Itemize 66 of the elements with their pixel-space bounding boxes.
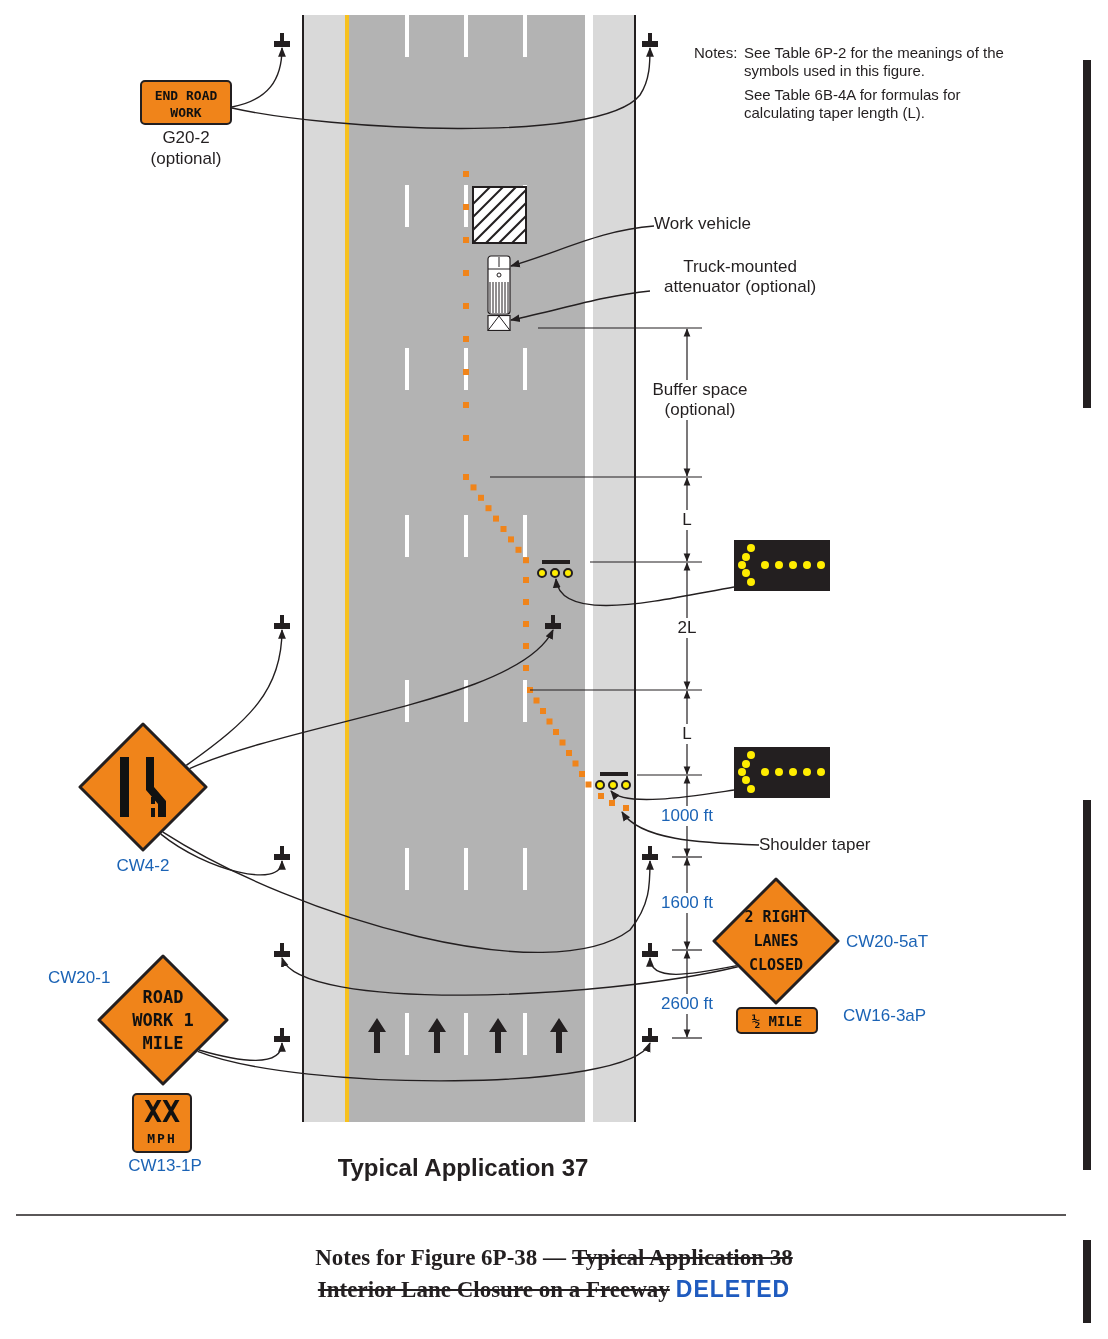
traffic-cones-drawing <box>598 792 630 812</box>
sign-code-label: (optional) <box>150 149 222 169</box>
leader-line <box>621 811 760 846</box>
dimension-label: L <box>680 510 694 530</box>
dimension-label: 2600 ft <box>659 994 715 1014</box>
callout-text: Work vehicle <box>654 214 751 234</box>
leader-line <box>198 1042 285 1062</box>
sign-text: ½ MILE <box>750 1013 804 1029</box>
attenuator-drawing <box>487 315 511 331</box>
sign-post-icon <box>642 943 658 958</box>
status-text: DELETED <box>675 1276 791 1302</box>
arrow-board <box>734 540 830 591</box>
leader-line <box>281 957 739 996</box>
sign-post-icon <box>642 1028 658 1043</box>
arrow-board-icon <box>536 560 576 579</box>
sign-text: 2 RIGHT LANES CLOSED <box>743 907 809 976</box>
leader-line <box>196 1042 651 1082</box>
sign-post-icon <box>274 943 290 958</box>
sign-post-icon <box>274 615 290 630</box>
leader-line <box>185 629 286 767</box>
sign-text: END ROAD WORK <box>153 87 219 121</box>
sign-panel <box>132 1093 192 1153</box>
sign-post-icon <box>642 846 658 861</box>
sign-panel <box>140 80 232 125</box>
leader-line <box>510 225 655 268</box>
leader-line <box>610 789 735 801</box>
leader-line <box>231 47 654 130</box>
leader-line <box>160 833 284 876</box>
dimension-label: 2L <box>675 618 699 638</box>
figure-title: Typical Application 37 <box>337 1154 589 1182</box>
note-text: See Table 6P-2 for the meanings of the symbols used in this figure. <box>744 44 1005 80</box>
note-text: See Table 6B-4A for formulas for calculating taper length (L). <box>744 86 962 122</box>
callout-text: Shoulder taper <box>759 835 871 855</box>
sign-post-icon <box>545 615 561 630</box>
sign-panel <box>736 1007 818 1034</box>
caption-text: Interior Lane Closure on a Freeway <box>317 1277 670 1302</box>
sign-post-icon <box>274 1028 290 1043</box>
leader-line <box>162 831 654 954</box>
warning-sign <box>712 877 840 1005</box>
caption-text: Notes for Figure 6P-38 — <box>315 1245 567 1270</box>
sign-code-label: CW20-1 <box>48 968 111 988</box>
sign-code-label: CW4-2 <box>116 856 170 876</box>
leader-line <box>188 629 554 770</box>
sign-code-label: CW13-1P <box>128 1156 202 1176</box>
sign-text: XX <box>142 1095 182 1129</box>
warning-sign <box>78 722 208 852</box>
arrow-board <box>734 747 830 798</box>
sign-text: MPH <box>146 1131 178 1146</box>
sign-code-label: CW16-3aP <box>843 1006 927 1026</box>
leader-line <box>510 290 651 322</box>
sign-code-label: CW20-5aT <box>846 932 929 952</box>
sign-code-label: G20-2 <box>162 128 210 148</box>
sign-post-icon <box>642 33 658 48</box>
sign-post-icon <box>274 33 290 48</box>
note-heading: Notes: <box>694 44 738 62</box>
leader-line <box>554 578 735 607</box>
caption-text: Typical Application 38 <box>572 1245 793 1270</box>
dimension-label: 1000 ft <box>659 806 715 826</box>
sign-text: ROAD WORK 1 MILE <box>131 986 195 1055</box>
callout-text: Truck-mounted attenuator (optional) <box>662 257 818 297</box>
arrow-board-icon <box>594 772 632 791</box>
leader-line <box>647 957 738 976</box>
dimension-label: 1600 ft <box>659 893 715 913</box>
leader-line <box>231 47 286 108</box>
dimension-label: L <box>680 724 694 744</box>
sign-post-icon <box>274 846 290 861</box>
